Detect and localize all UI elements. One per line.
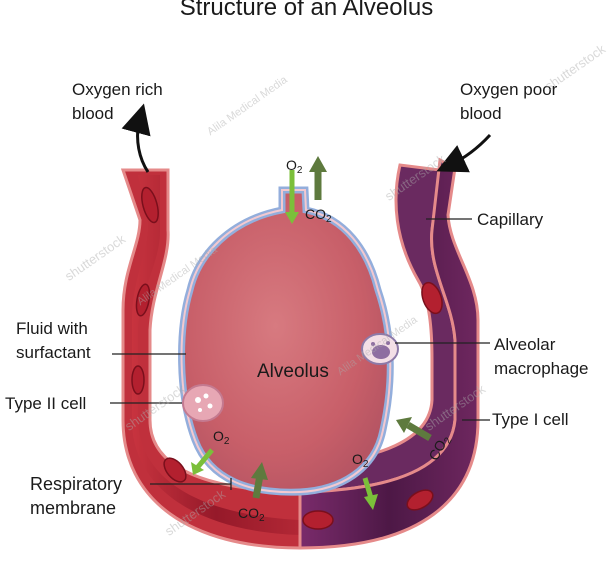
label-alveolus: Alveolus [257, 361, 329, 382]
label-capillary: Capillary [477, 210, 544, 229]
gas-co2-bottom: CO2 [238, 505, 265, 524]
diagram-title: Structure of an Alveolus [179, 0, 434, 21]
oxygen-rich-flow-arrow [121, 103, 151, 173]
label-fluid-with-surfactant: Fluid with surfactant [16, 319, 91, 362]
alveolar-macrophage [361, 333, 399, 365]
oxygen-poor-flow-arrow [436, 133, 492, 173]
label-type-i-cell: Type I cell [492, 410, 569, 429]
gas-o2-left: O2 [213, 428, 230, 447]
gas-co2-top: CO2 [305, 206, 332, 225]
red-blood-cells [131, 186, 443, 530]
gas-o2-right: O2 [352, 451, 369, 470]
gas-o2-top: O2 [286, 157, 303, 176]
label-type-ii-cell: Type II cell [5, 394, 87, 413]
type-ii-cell [182, 384, 224, 422]
label-respiratory-membrane: Respiratory membrane [30, 474, 123, 518]
label-alveolar-macrophage: Alveolar macrophage [494, 335, 589, 378]
label-oxygen-poor-blood: Oxygen poor blood [460, 80, 558, 123]
label-oxygen-rich-blood: Oxygen rich blood [72, 80, 163, 123]
leader-lines [110, 218, 490, 490]
gas-arrows [191, 156, 432, 510]
